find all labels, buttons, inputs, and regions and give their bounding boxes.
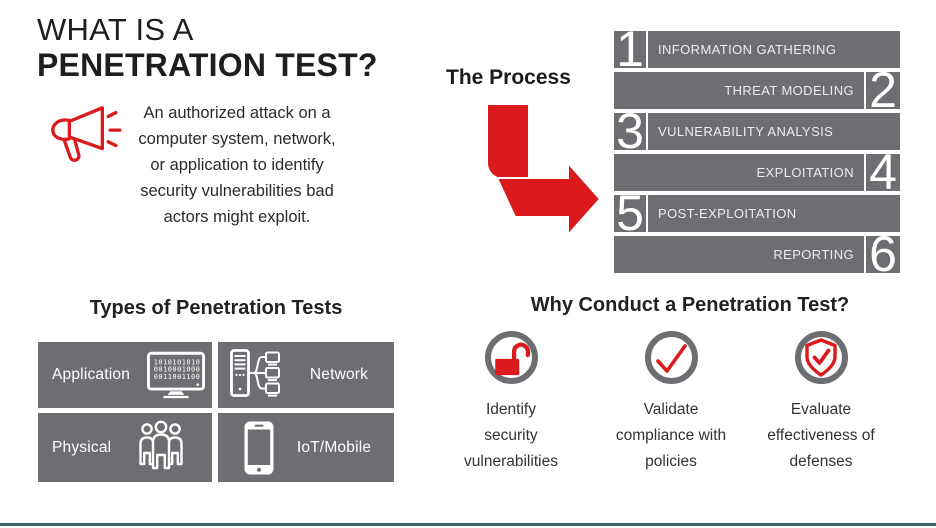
footer-divider	[0, 523, 936, 526]
type-label: Application	[52, 366, 131, 383]
step-label: INFORMATION GATHERING	[658, 42, 837, 57]
page-title: WHAT IS A PENETRATION TEST?	[37, 12, 378, 82]
process-step-4: EXPLOITATION 4	[614, 144, 900, 200]
step-number: 1	[616, 21, 644, 77]
why-item-identify: Identify security vulnerabilities	[429, 331, 593, 475]
step-number: 5	[616, 185, 644, 241]
process-steps: 1 INFORMATION GATHERING THREAT MODELING …	[614, 21, 900, 282]
server-network-icon	[230, 349, 280, 397]
svg-text:0011001100: 0011001100	[154, 373, 201, 381]
title-line-2: PENETRATION TEST?	[37, 47, 378, 83]
process-step-1: 1 INFORMATION GATHERING	[614, 21, 900, 77]
why-label: Validate compliance with policies	[615, 401, 727, 470]
checkmark-icon	[656, 343, 687, 373]
why-item-validate: Validate compliance with policies	[589, 331, 753, 475]
why-label: Evaluate effectiveness of defenses	[767, 401, 875, 470]
step-label: REPORTING	[773, 247, 854, 262]
intro-description: An authorized attack on a computer syste…	[138, 104, 336, 226]
circle-badge	[644, 331, 698, 384]
step-divider	[864, 154, 866, 191]
step-label: EXPLOITATION	[756, 165, 854, 180]
step-number: 4	[869, 144, 897, 200]
type-box-network: Network	[218, 342, 394, 408]
circle-badge	[484, 331, 538, 384]
step-label: VULNERABILITY ANALYSIS	[658, 124, 834, 139]
process-heading: The Process	[446, 66, 571, 89]
type-label: Physical	[52, 438, 112, 456]
step-label: POST-EXPLOITATION	[658, 206, 797, 221]
why-label: Identify security vulnerabilities	[464, 401, 558, 470]
process-step-2: THREAT MODELING 2	[614, 62, 900, 118]
open-padlock-icon	[494, 342, 530, 375]
monitor-code-icon: 1010101010 0010001000 0011001100	[147, 351, 205, 399]
smartphone-icon	[244, 421, 274, 474]
why-item-evaluate: Evaluate effectiveness of defenses	[739, 331, 903, 475]
type-box-application: Application 1010101010 0010001000 001100…	[38, 342, 212, 408]
step-number: 2	[869, 62, 897, 118]
type-label: Network	[309, 366, 369, 383]
process-step-6: REPORTING 6	[614, 226, 900, 282]
step-divider	[864, 236, 866, 273]
svg-text:1010101010: 1010101010	[154, 358, 201, 366]
step-label: THREAT MODELING	[724, 83, 854, 98]
step-number: 6	[869, 226, 897, 282]
megaphone-icon	[51, 106, 122, 162]
type-box-physical: Physical	[38, 413, 212, 482]
type-label: IoT/Mobile	[296, 438, 372, 456]
step-divider	[646, 31, 648, 68]
why-heading: Why Conduct a Penetration Test?	[530, 294, 850, 316]
process-step-3: 3 VULNERABILITY ANALYSIS	[614, 103, 900, 159]
type-box-iot-mobile: IoT/Mobile	[218, 413, 394, 482]
process-step-5: 5 POST-EXPLOITATION	[614, 185, 900, 241]
step-number: 3	[616, 103, 644, 159]
step-divider	[864, 72, 866, 109]
step-divider	[646, 113, 648, 150]
svg-text:0010001000: 0010001000	[154, 366, 201, 374]
title-line-1: WHAT IS A	[37, 12, 194, 47]
types-heading: Types of Penetration Tests	[89, 297, 343, 319]
shield-check-icon	[805, 337, 837, 377]
people-icon	[139, 420, 183, 469]
down-right-arrow-icon	[488, 105, 602, 238]
circle-badge	[794, 331, 848, 384]
step-divider	[646, 195, 648, 232]
